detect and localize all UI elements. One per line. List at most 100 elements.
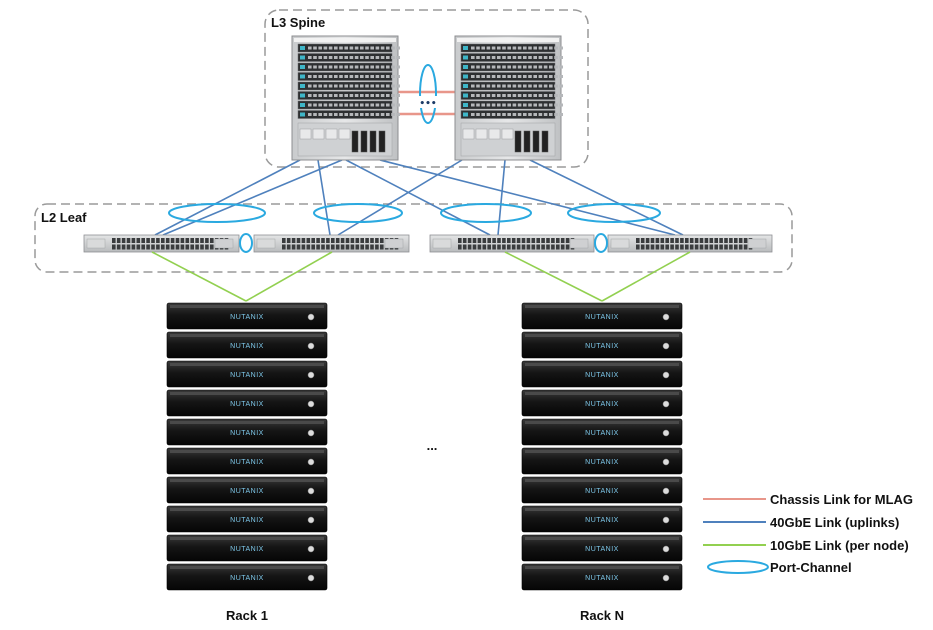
node-chassis xyxy=(166,360,328,388)
port xyxy=(517,94,522,97)
port xyxy=(121,238,126,243)
node-chassis xyxy=(166,505,328,533)
port xyxy=(528,84,532,88)
port xyxy=(365,94,369,97)
port xyxy=(497,94,501,97)
nutanix-node: NUTANIX xyxy=(521,505,683,533)
node-brand-label: NUTANIX xyxy=(230,372,264,379)
port xyxy=(370,75,374,78)
port xyxy=(536,244,540,250)
node-bezel-top xyxy=(170,421,324,424)
port xyxy=(380,65,385,69)
node-bezel-top xyxy=(525,450,679,453)
port xyxy=(636,244,640,250)
port xyxy=(481,65,485,69)
port xyxy=(543,56,548,59)
port xyxy=(349,65,354,69)
port xyxy=(360,238,364,243)
port xyxy=(334,75,338,78)
port xyxy=(486,56,491,59)
rack-1: NUTANIXNUTANIXNUTANIXNUTANIXNUTANIXNUTAN… xyxy=(166,302,328,591)
uplink xyxy=(337,159,463,236)
port xyxy=(491,103,496,107)
port xyxy=(560,238,565,243)
port xyxy=(538,46,543,50)
port xyxy=(200,244,204,250)
port xyxy=(328,103,333,107)
port xyxy=(318,46,322,50)
nutanix-node: NUTANIX xyxy=(166,447,328,475)
port xyxy=(543,75,548,78)
port xyxy=(559,84,563,88)
port xyxy=(386,84,390,88)
port xyxy=(175,244,180,250)
uplink xyxy=(317,159,331,236)
port xyxy=(526,238,531,243)
legend: Chassis Link for MLAG 40GbE Link (uplink… xyxy=(703,492,913,575)
node-brand-label: NUTANIX xyxy=(585,401,619,408)
fan-module xyxy=(312,128,325,140)
port xyxy=(476,65,480,69)
port xyxy=(141,244,145,250)
port xyxy=(492,238,496,243)
port xyxy=(476,46,480,50)
port xyxy=(559,113,563,116)
port xyxy=(512,94,517,97)
line-card-led xyxy=(463,103,468,107)
port xyxy=(396,113,400,116)
port xyxy=(354,65,359,69)
port xyxy=(375,75,380,78)
port xyxy=(131,244,136,250)
power-button-icon xyxy=(662,400,670,408)
port xyxy=(523,84,527,88)
port xyxy=(517,103,522,107)
port xyxy=(486,65,491,69)
node-link xyxy=(245,251,333,302)
port xyxy=(538,84,543,88)
port xyxy=(339,84,343,88)
port xyxy=(476,103,480,107)
port xyxy=(481,113,485,116)
port xyxy=(396,75,400,78)
node-brand-label: NUTANIX xyxy=(230,546,264,553)
uplink xyxy=(529,159,684,236)
port xyxy=(365,75,369,78)
port xyxy=(481,103,485,107)
port xyxy=(286,238,291,243)
port xyxy=(370,46,374,50)
port xyxy=(689,238,694,243)
port xyxy=(511,238,516,243)
port xyxy=(680,238,684,243)
port xyxy=(719,238,723,243)
port xyxy=(554,94,558,97)
node-brand-label: NUTANIX xyxy=(230,343,264,350)
uplink xyxy=(345,159,491,236)
nutanix-node: NUTANIX xyxy=(521,563,683,591)
port xyxy=(541,238,545,243)
port xyxy=(396,94,400,97)
port xyxy=(370,65,374,69)
port xyxy=(477,238,482,243)
port xyxy=(507,56,511,59)
port xyxy=(350,238,355,243)
port xyxy=(502,46,506,50)
leaf-switch xyxy=(83,234,240,253)
node-brand-label: NUTANIX xyxy=(585,343,619,350)
port xyxy=(180,244,185,250)
power-button-icon xyxy=(662,371,670,379)
port xyxy=(533,56,537,59)
port xyxy=(391,103,395,107)
port xyxy=(462,244,467,250)
port xyxy=(551,244,555,250)
leaf-mgmt-panel xyxy=(432,238,452,249)
port xyxy=(517,75,522,78)
port xyxy=(326,244,330,250)
port xyxy=(344,46,348,50)
port xyxy=(331,238,335,243)
mlag-chassis-links xyxy=(398,90,455,116)
port xyxy=(349,46,354,50)
port xyxy=(559,103,563,107)
port xyxy=(482,238,487,243)
port xyxy=(375,46,380,50)
port xyxy=(517,56,522,59)
